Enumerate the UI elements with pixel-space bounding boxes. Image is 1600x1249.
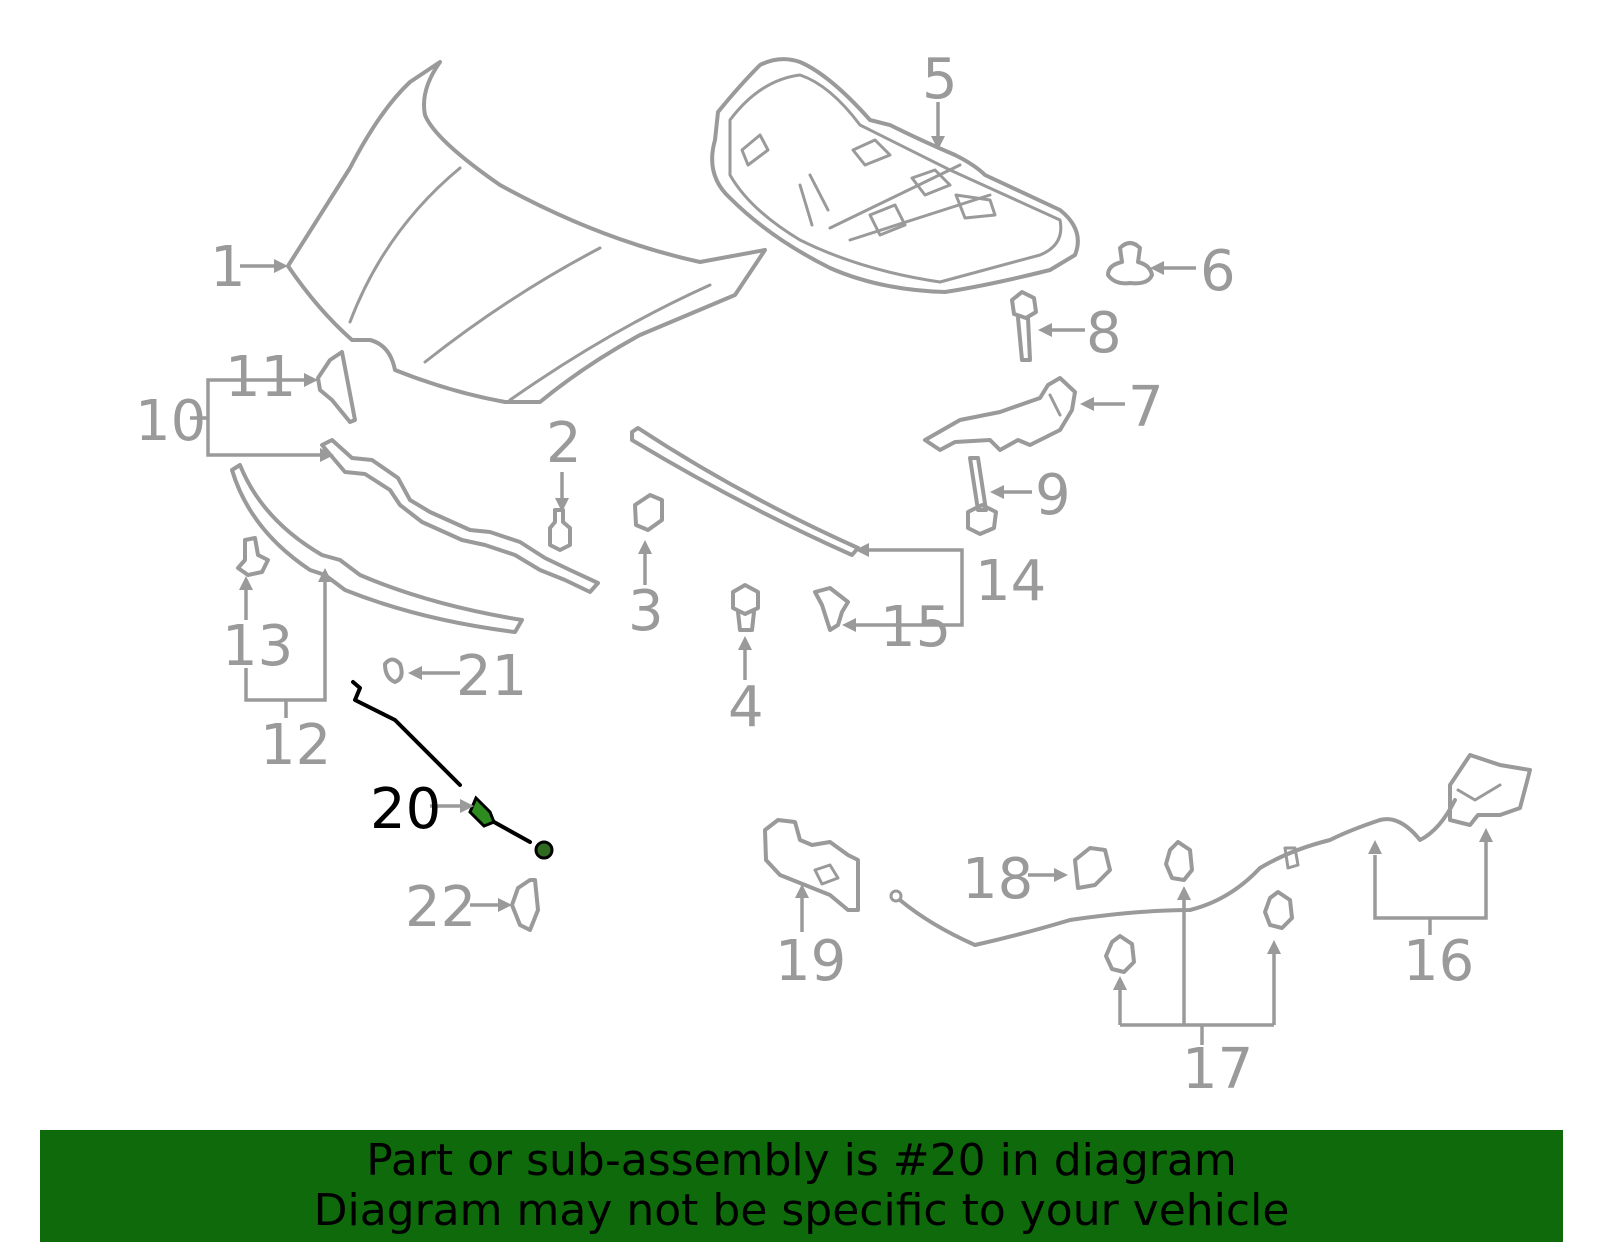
callout-19: 19 <box>775 929 846 994</box>
callout-21: 21 <box>456 644 527 709</box>
part-2-stud[interactable] <box>548 508 572 552</box>
callout-11: 11 <box>225 345 296 410</box>
callout-4: 4 <box>728 675 764 740</box>
part-4-bolt[interactable] <box>731 583 760 632</box>
leader-lines <box>190 102 1493 1045</box>
part-15-clip[interactable] <box>813 586 850 632</box>
callout-16: 16 <box>1403 929 1474 994</box>
callout-14: 14 <box>975 549 1046 614</box>
part-20-prop-rod[interactable] <box>351 680 554 860</box>
part-19-latch[interactable] <box>763 818 860 912</box>
callout-22: 22 <box>405 875 476 940</box>
callout-10: 10 <box>135 389 206 454</box>
callout-7: 7 <box>1128 375 1164 440</box>
callout-18: 18 <box>962 847 1033 912</box>
part-21-nut[interactable] <box>383 657 404 684</box>
banner-line-1: Part or sub-assembly is #20 in diagram <box>366 1135 1237 1186</box>
part-17-cable[interactable] <box>889 798 1457 974</box>
callout-5: 5 <box>922 47 958 112</box>
info-banner: Part or sub-assembly is #20 in diagram D… <box>40 1130 1563 1242</box>
callout-1: 1 <box>210 235 246 300</box>
callout-13: 13 <box>222 614 293 679</box>
part-3-bumper[interactable] <box>633 493 664 532</box>
part-11-bracket[interactable] <box>316 350 357 424</box>
part-16-handle[interactable] <box>1448 753 1532 827</box>
callout-8: 8 <box>1086 301 1122 366</box>
part-5-insulator[interactable] <box>710 57 1080 294</box>
callout-12: 12 <box>260 713 331 778</box>
part-9-bolt[interactable] <box>966 456 998 536</box>
callout-15: 15 <box>880 595 951 660</box>
callout-17: 17 <box>1182 1037 1253 1102</box>
callout-labels: 1 5 6 8 7 9 11 10 2 3 4 14 15 13 12 21 2… <box>135 47 1474 1102</box>
part-22-holder[interactable] <box>510 878 540 932</box>
part-6-clip[interactable] <box>1106 241 1154 286</box>
part-12-seal[interactable] <box>230 463 524 634</box>
part-8-bolt[interactable] <box>1010 290 1038 362</box>
part-14-seal[interactable] <box>630 426 860 557</box>
part-1-hood[interactable] <box>286 60 767 404</box>
part-10-seal[interactable] <box>320 438 600 594</box>
part-18-clip[interactable] <box>1073 846 1112 890</box>
part-7-hinge[interactable] <box>923 376 1077 452</box>
banner-line-2: Diagram may not be specific to your vehi… <box>313 1185 1290 1236</box>
callout-6: 6 <box>1200 239 1236 304</box>
callout-20: 20 <box>370 777 441 842</box>
callout-9: 9 <box>1035 463 1071 528</box>
part-13-clip[interactable] <box>236 536 270 577</box>
callout-3: 3 <box>628 579 664 644</box>
callout-2: 2 <box>546 411 582 476</box>
